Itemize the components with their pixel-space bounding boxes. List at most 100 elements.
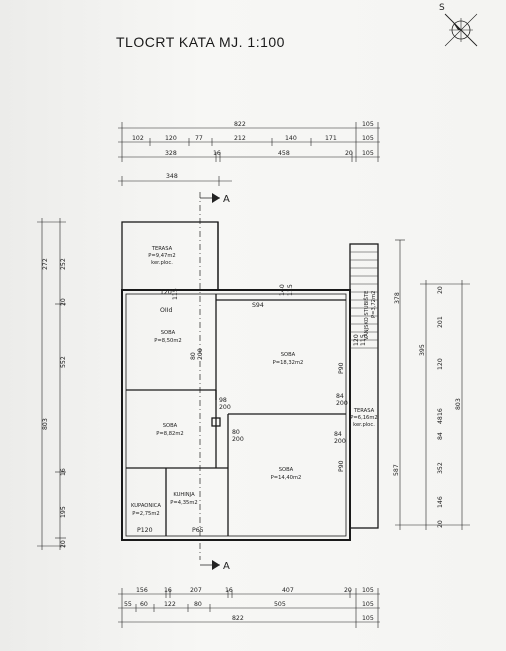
dim-105-top: 105 (362, 121, 374, 128)
left-dimensions (37, 218, 66, 550)
room-terasa-right-name: TERASA (353, 408, 375, 414)
dim-right-20: 20 (437, 286, 444, 294)
dim-b-105: 105 (362, 587, 374, 594)
w-bottom1: P120 (137, 527, 153, 534)
dim-right-84: 84 (437, 432, 444, 440)
dim-b-16: 16 (164, 587, 172, 594)
d-right2-a: 84 (334, 431, 342, 438)
d-right2-b: 200 (334, 438, 346, 445)
section-a-top-label: A (223, 194, 230, 205)
dim-b-55: 55 (124, 601, 132, 608)
compass-label: S (439, 3, 445, 13)
left-dimension-labels: 803 272 252 20 552 16 195 20 (42, 258, 67, 548)
dim-20: 20 (345, 150, 353, 157)
d-right-b: 200 (336, 400, 348, 407)
room-kupaonica-area: P=2,75m2 (132, 511, 159, 517)
bottom-dimensions (118, 588, 380, 628)
dim-left-552: 552 (60, 356, 67, 368)
room-soba1-name: SOBA (161, 330, 176, 336)
dim-b-105c: 105 (362, 615, 374, 622)
w-terasa-b: 115 (172, 288, 179, 300)
dim-105-c: 105 (362, 150, 374, 157)
room-kuhinja-area: P=4,35m2 (170, 500, 197, 506)
d-hall2-a: 98 (219, 397, 227, 404)
dim-left-195: 195 (60, 506, 67, 518)
dim-b-156: 156 (136, 587, 148, 594)
room-kuhinja-name: KUHINJA (173, 492, 195, 498)
w-soba-top: OIId (160, 307, 173, 314)
dim-102: 102 (132, 135, 144, 142)
dim-b-60: 60 (140, 601, 148, 608)
stair-area: P=3,72m2 (371, 291, 377, 318)
dim-left-16: 16 (60, 468, 67, 476)
dim-105-b: 105 (362, 135, 374, 142)
dim-212: 212 (234, 135, 246, 142)
w-terasa-a: 120 (160, 289, 172, 296)
opening-labels: 120 115 OIId 140 115 S94 80 200 98 200 8… (137, 284, 367, 534)
dim-right-120: 120 (437, 358, 444, 370)
w-bottom2: P65 (192, 527, 204, 534)
dim-171: 171 (325, 135, 337, 142)
w-right1-b: 115 (360, 334, 367, 346)
dim-16: 16 (213, 150, 221, 157)
dim-458: 458 (278, 150, 290, 157)
room-soba4-area: P=14,40m2 (271, 475, 302, 481)
north-arrow-icon: S (439, 3, 478, 47)
room-soba2-area: P=18,32m2 (273, 360, 304, 366)
dim-right-20b: 20 (437, 520, 444, 528)
d-hall-b: 200 (197, 348, 204, 360)
stair-label: VANJSKO STUBIŠTE (363, 291, 370, 340)
w-soba-top2a: 140 (279, 284, 286, 296)
dim-b-105b: 105 (362, 601, 374, 608)
room-soba1-area: P=8,50m2 (154, 338, 181, 344)
dim-328: 328 (165, 150, 177, 157)
top-dimensions (118, 122, 380, 186)
dim-left-803: 803 (42, 418, 49, 430)
room-terasa-top-name: TERASA (151, 246, 173, 252)
room-terasa-right-finish: ker.ploc. (353, 422, 375, 428)
w-right2: P90 (338, 362, 345, 374)
room-soba4-name: SOBA (279, 467, 294, 473)
dim-left-20b: 20 (60, 540, 67, 548)
d-hall3-b: 200 (232, 436, 244, 443)
dim-right-146: 146 (437, 496, 444, 508)
d-hall3-a: 80 (232, 429, 240, 436)
w-right1-a: 120 (353, 334, 360, 346)
w-right3: P90 (338, 460, 345, 472)
dim-right-378: 378 (394, 292, 401, 304)
room-soba3-area: P=8,82m2 (156, 431, 183, 437)
dim-left-252: 252 (60, 258, 67, 270)
dim-right-587: 587 (393, 464, 400, 476)
right-dimension-labels: 378 395 587 803 20 201 120 16 48 84 352 … (393, 286, 462, 528)
drawing-title: TLOCRT KATA MJ. 1:100 (116, 34, 285, 50)
dim-822-top: 822 (234, 121, 246, 128)
dim-b-20: 20 (344, 587, 352, 594)
dim-b-505: 505 (274, 601, 286, 608)
dim-right-803: 803 (455, 398, 462, 410)
room-labels: TERASA P=9,47m2 ker.ploc. SOBA P=8,50m2 … (131, 246, 378, 517)
section-a-bottom-label: A (223, 561, 230, 572)
room-kupaonica-name: KUPAONICA (131, 503, 161, 509)
dim-right-201: 201 (437, 316, 444, 328)
section-line-a (199, 192, 220, 570)
dim-b-207: 207 (190, 587, 202, 594)
dim-b-80: 80 (194, 601, 202, 608)
d-hall2-b: 200 (219, 404, 231, 411)
bottom-dimension-labels: 156 16 207 16 407 20 105 55 60 122 80 50… (124, 587, 374, 622)
w-soba-top2b: 115 (287, 284, 294, 296)
dim-b-407: 407 (282, 587, 294, 594)
dim-140: 140 (285, 135, 297, 142)
dim-left-20: 20 (60, 298, 67, 306)
walls (121, 221, 379, 541)
stair-treads (350, 251, 378, 349)
room-terasa-top-finish: ker.ploc. (151, 260, 173, 266)
dim-77: 77 (195, 135, 203, 142)
d-hall-a: 80 (190, 352, 197, 360)
dim-right-395: 395 (419, 344, 426, 356)
dim-b-16b: 16 (225, 587, 233, 594)
dim-120: 120 (165, 135, 177, 142)
room-terasa-right-area: P=6,16m2 (350, 415, 377, 421)
top-dimension-labels: 822 105 102 120 77 212 140 171 105 328 1… (132, 121, 374, 180)
